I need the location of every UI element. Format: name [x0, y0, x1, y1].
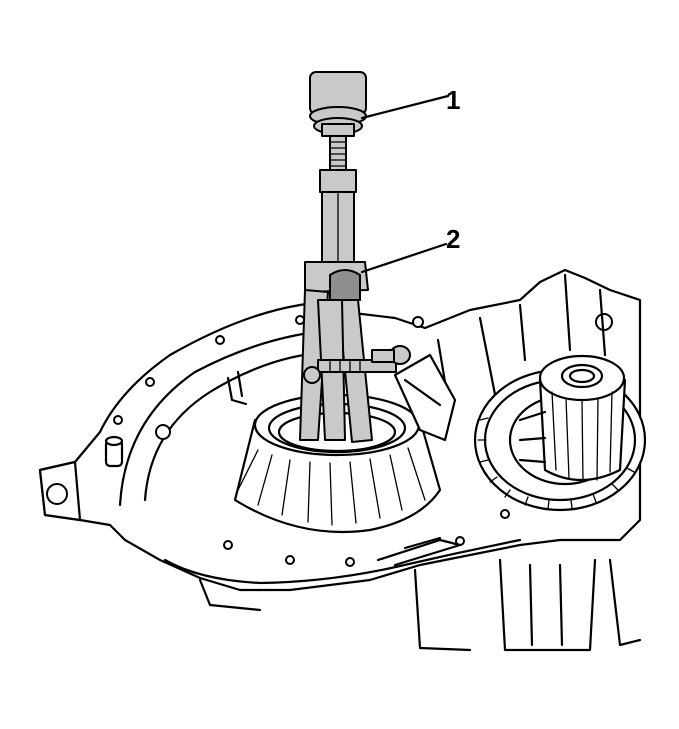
callout-2-label: 2 [446, 224, 460, 254]
callout-1-label: 1 [446, 85, 460, 115]
gear-assembly [473, 354, 647, 512]
callout-1: 1 [360, 85, 460, 120]
callout-2-leader [360, 242, 448, 274]
callout-2: 2 [360, 224, 460, 274]
callout-1-leader [360, 94, 450, 120]
